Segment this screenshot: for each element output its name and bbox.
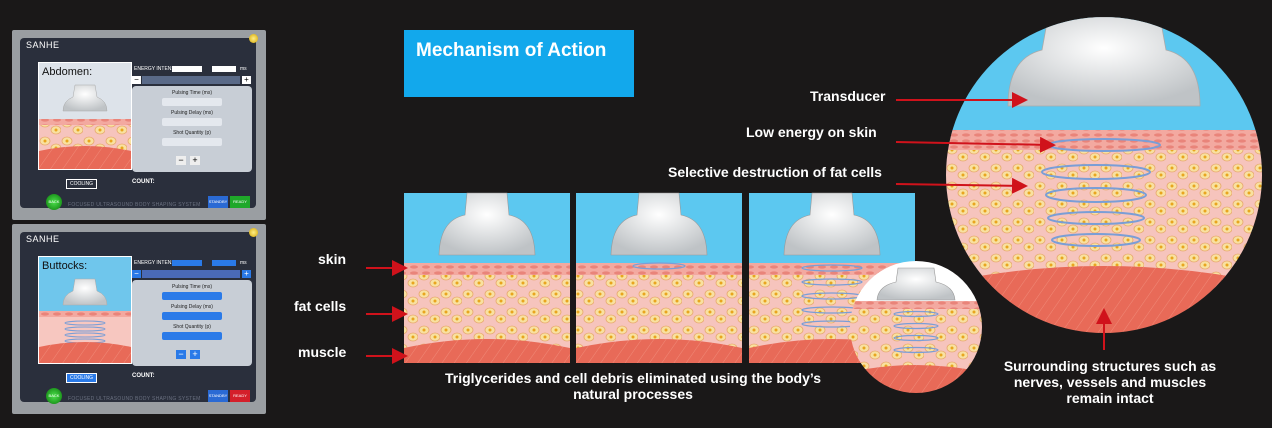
right-caption-line-2: nerves, vessels and muscles (1013, 374, 1207, 390)
diagram-title: Mechanism of Action (416, 40, 607, 61)
brand-label: SANHE (26, 234, 60, 244)
pulsing-time-label: Pulsing Time (ms) (171, 284, 212, 290)
zoom-circle-large (946, 17, 1262, 333)
brand-label: SANHE (26, 40, 60, 50)
minus-button[interactable]: − (176, 156, 186, 165)
energy-control: ENERGY INTENSITY ms − + (132, 64, 252, 86)
pulsing-delay-label: Pulsing Delay (ms) (171, 110, 213, 116)
selective-destruction-label: Selective destruction of fat cells (668, 164, 882, 180)
pulsing-time-field[interactable] (162, 98, 222, 106)
ui-screen: SANHE Buttocks: ENERGY INTENSITY ms − (20, 228, 258, 404)
back-button[interactable]: BACK (46, 194, 62, 210)
minus-button[interactable]: − (176, 350, 186, 359)
low-energy-label: Low energy on skin (746, 124, 877, 140)
right-caption-line-3: remain intact (1066, 390, 1154, 406)
shot-quantity-label: Shot Quantity (p) (173, 130, 211, 136)
energy-plus-button[interactable]: + (242, 270, 251, 278)
pulse-settings: Pulsing Time (ms) Pulsing Delay (ms) Sho… (132, 280, 252, 366)
energy-label: ENERGY INTENSITY (134, 260, 183, 266)
fat-cells-label: fat cells (294, 298, 347, 314)
count-label: COUNT: (132, 373, 155, 379)
transducer-icon (610, 192, 708, 256)
fat-destruction-arrow (895, 177, 1028, 194)
cooling-button[interactable]: COOLING (66, 179, 98, 189)
pulsing-time-label: Pulsing Time (ms) (171, 90, 212, 96)
treatment-image: Buttocks: (38, 256, 132, 364)
ready-button[interactable]: READY (230, 390, 250, 402)
plus-button[interactable]: + (190, 156, 200, 165)
indicator-lamp-icon (249, 228, 258, 237)
count-label: COUNT: (132, 179, 155, 185)
bottom-caption-line-2: natural processes (573, 386, 693, 402)
right-caption-line-1: Surrounding structures such as (1003, 358, 1217, 374)
ui-panel-abdomen: SANHE Abdomen: ENERGY INTENSITY ms − + P… (12, 30, 266, 220)
energy-minus-button[interactable]: − (132, 270, 141, 278)
standby-button[interactable]: STANDBY (208, 196, 228, 208)
title-box: Mechanism of Action (404, 30, 634, 97)
pulse-settings: Pulsing Time (ms) Pulsing Delay (ms) Sho… (132, 86, 252, 172)
unit-label: ms (240, 260, 247, 266)
bottom-caption: Triglycerides and cell debris eliminated… (404, 370, 862, 402)
ui-screen: SANHE Abdomen: ENERGY INTENSITY ms − + P… (20, 34, 258, 210)
bottom-caption-line-1: Triglycerides and cell debris eliminated… (444, 370, 822, 386)
right-caption: Surrounding structures such as nerves, v… (990, 358, 1230, 406)
time-value-field[interactable] (212, 260, 236, 266)
system-footer: FOCUSED ULTRASOUND BODY SHAPING SYSTEM (68, 202, 201, 208)
muscle-label: muscle (298, 344, 347, 360)
area-label: Buttocks: (42, 260, 88, 272)
shot-quantity-field[interactable] (162, 332, 222, 340)
treatment-image: Abdomen: (38, 62, 132, 170)
area-label: Abdomen: (42, 66, 93, 78)
transducer-icon (438, 192, 536, 256)
transducer-icon (1007, 17, 1201, 107)
energy-plus-button[interactable]: + (242, 76, 251, 84)
plus-button[interactable]: + (190, 350, 200, 359)
low-energy-arrow (895, 136, 1056, 153)
stage-panel-1 (404, 192, 570, 363)
transducer-icon (783, 192, 881, 256)
energy-value-field[interactable] (172, 66, 202, 72)
unit-label: ms (240, 66, 247, 72)
energy-slider[interactable] (142, 76, 240, 84)
energy-minus-button[interactable]: − (132, 76, 141, 84)
cooling-button[interactable]: COOLING (66, 373, 98, 383)
shot-quantity-label: Shot Quantity (p) (173, 324, 211, 330)
pulsing-delay-field[interactable] (162, 312, 222, 320)
back-button[interactable]: BACK (46, 388, 62, 404)
pulsing-delay-label: Pulsing Delay (ms) (171, 304, 213, 310)
ready-button[interactable]: READY (230, 196, 250, 208)
time-value-field[interactable] (212, 66, 236, 72)
system-footer: FOCUSED ULTRASOUND BODY SHAPING SYSTEM (68, 396, 201, 402)
stage-panel-2 (576, 192, 742, 363)
shot-quantity-field[interactable] (162, 138, 222, 146)
energy-value-field[interactable] (172, 260, 202, 266)
transducer-label: Transducer (810, 88, 886, 104)
standby-button[interactable]: STANDBY (208, 390, 228, 402)
energy-slider[interactable] (142, 270, 240, 278)
indicator-lamp-icon (249, 34, 258, 43)
energy-control: ENERGY INTENSITY ms − + (132, 258, 252, 280)
ui-panel-buttocks: SANHE Buttocks: ENERGY INTENSITY ms − (12, 224, 266, 414)
pulsing-delay-field[interactable] (162, 118, 222, 126)
skin-label: skin (318, 251, 347, 267)
energy-label: ENERGY INTENSITY (134, 66, 183, 72)
pulsing-time-field[interactable] (162, 292, 222, 300)
zoom-circle-small (850, 261, 982, 393)
